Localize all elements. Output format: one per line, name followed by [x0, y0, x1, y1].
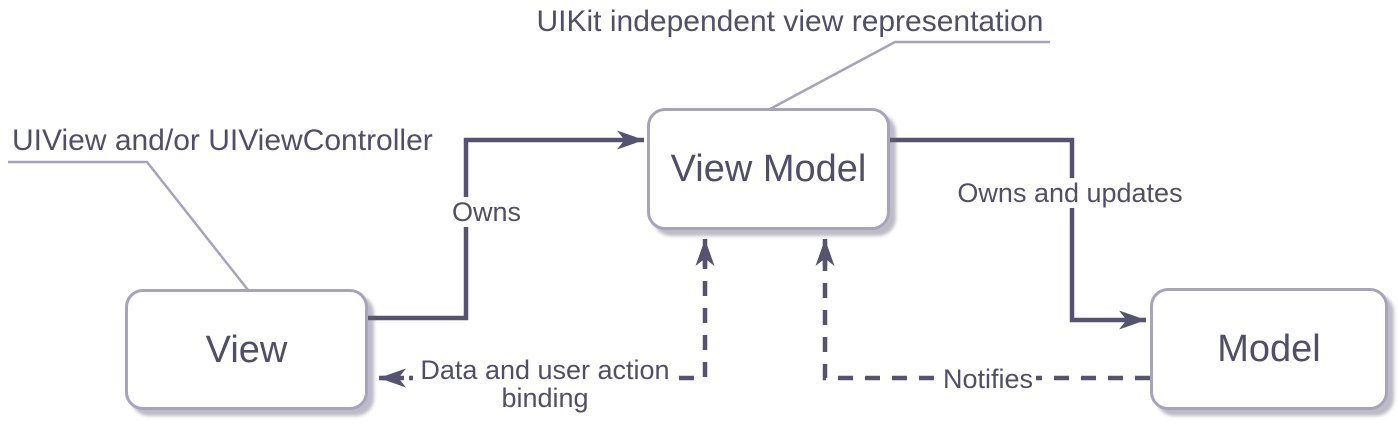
node-model-label: Model	[1217, 328, 1321, 370]
edge-label-owns: Owns	[449, 197, 525, 227]
edge-owns-and-updates	[890, 137, 1146, 330]
edge-label-data-binding: Data and user action binding	[413, 355, 677, 413]
edge-notifies-dashed	[822, 242, 1150, 381]
edge-label-owns-and-updates: Owns and updates	[954, 178, 1186, 208]
node-view-model: View Model	[647, 108, 890, 230]
callout-line-view-model	[769, 40, 1050, 111]
callout-view-model: UIKit independent view representation	[536, 5, 1044, 38]
node-model: Model	[1150, 288, 1388, 410]
edge-owns	[368, 130, 644, 321]
node-view-model-label: View Model	[670, 148, 867, 190]
callout-line-view	[8, 160, 249, 291]
edge-label-notifies: Notifies	[939, 364, 1037, 394]
node-view-label: View	[205, 328, 288, 371]
callout-view: UIView and/or UIViewController	[12, 124, 433, 157]
node-view: View	[125, 289, 368, 410]
edge-binding-dashed	[382, 242, 708, 381]
